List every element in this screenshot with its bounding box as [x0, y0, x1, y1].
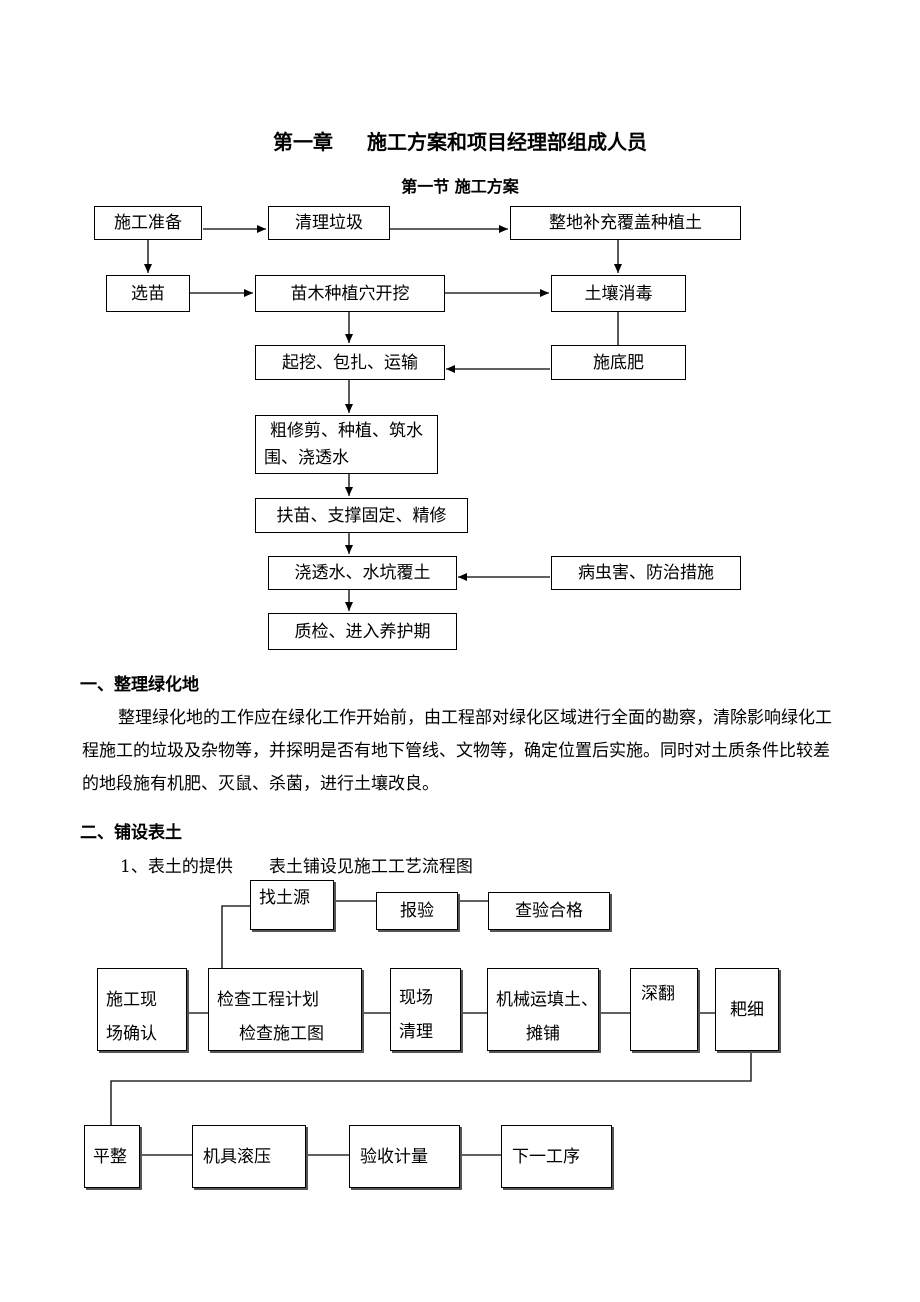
- site-confirm-line-2: 场确认: [106, 1024, 157, 1044]
- flow2-box-check-pass: 查验合格: [488, 892, 610, 930]
- chapter-number: 第一章: [273, 130, 333, 154]
- flow2-box-roll: 机具滚压: [192, 1125, 306, 1188]
- flow-box-prune-plant: 粗修剪、种植、筑水 围、浇透水: [255, 415, 438, 474]
- machine-fill-line-2: 摊铺: [526, 1024, 560, 1044]
- site-clean-line-2: 清理: [399, 1022, 433, 1042]
- flow-box-water-cover: 浇透水、水坑覆土: [268, 556, 457, 590]
- flow2-box-site-clean: 现场 清理: [390, 968, 461, 1051]
- subheading-note: 表土铺设见施工工艺流程图: [268, 857, 473, 877]
- section2-heading: 二、铺设表土: [80, 823, 182, 843]
- chapter-name: 施工方案和项目经理部组成人员: [367, 130, 647, 154]
- flow-box-disinfect: 土壤消毒: [551, 275, 686, 312]
- flow2-box-acceptance: 验收计量: [349, 1125, 460, 1188]
- flow2-box-harrow: 耙细: [715, 968, 779, 1051]
- site-clean-line-1: 现场: [399, 988, 433, 1008]
- check-plan-line-2: 检查施工图: [239, 1024, 324, 1044]
- section1-heading: 一、整理绿化地: [80, 675, 199, 695]
- section-title: 第一节 施工方案: [401, 177, 519, 196]
- flow-box-base-fertilizer: 施底肥: [551, 345, 686, 380]
- section2-subheading: 1、表土的提供 表土铺设见施工工艺流程图: [120, 852, 473, 877]
- flow-box-dig-hole: 苗木种植穴开挖: [255, 275, 445, 312]
- flow-box-dig-wrap-transport: 起挖、包扎、运输: [255, 345, 445, 380]
- flow-box-inspection: 质检、进入养护期: [268, 613, 457, 650]
- flow-box-clear-garbage: 清理垃圾: [268, 206, 390, 240]
- prune-line-1: 粗修剪、种植、筑水: [270, 420, 423, 441]
- flow2-box-deep-plow: 深翻: [630, 968, 698, 1051]
- flow2-box-machine-fill: 机械运填土、 摊铺: [487, 968, 599, 1051]
- flow-box-level-soil: 整地补充覆盖种植土: [510, 206, 741, 240]
- flow2-box-next-step: 下一工序: [501, 1125, 612, 1188]
- check-plan-line-1: 检查工程计划: [217, 990, 319, 1010]
- flow2-box-find-source: 找土源: [250, 880, 334, 930]
- prune-line-2: 围、浇透水: [264, 447, 349, 468]
- flow2-box-check-plan: 检查工程计划 检查施工图: [208, 968, 362, 1051]
- chapter-title: 第一章 施工方案和项目经理部组成人员: [0, 126, 920, 155]
- flow2-box-report: 报验: [376, 892, 458, 930]
- flow2-box-flatten: 平整: [84, 1125, 140, 1188]
- section1-paragraph: 整理绿化地的工作应在绿化工作开始前，由工程部对绿化区域进行全面的勘察，清除影响绿…: [82, 708, 832, 794]
- flow-box-pest-control: 病虫害、防治措施: [551, 556, 741, 590]
- site-confirm-line-1: 施工现: [106, 990, 157, 1010]
- machine-fill-line-1: 机械运填土、: [496, 990, 598, 1010]
- flow2-box-site-confirm: 施工现 场确认: [97, 968, 187, 1051]
- flow-box-select-seedling: 选苗: [106, 275, 190, 312]
- flow-box-support: 扶苗、支撑固定、精修: [255, 498, 468, 533]
- subheading-label: 1、表土的提供: [120, 857, 233, 877]
- flow-box-prep: 施工准备: [94, 206, 202, 240]
